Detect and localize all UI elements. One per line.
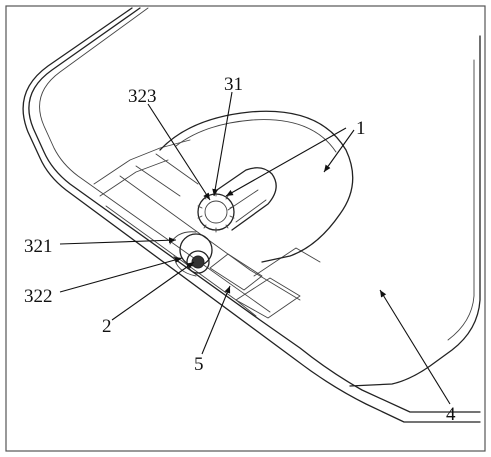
label-321: 321 (24, 236, 53, 257)
figure-frame (5, 5, 486, 452)
leader-lines (59, 91, 451, 405)
label-31: 31 (224, 74, 243, 95)
inner-recess (93, 139, 321, 319)
label-2: 2 (102, 316, 112, 337)
device-body (22, 7, 481, 423)
cover-part-1 (159, 110, 354, 263)
label-4: 4 (446, 404, 456, 425)
label-323: 323 (128, 86, 157, 107)
label-1: 1 (356, 118, 366, 139)
label-322: 322 (24, 286, 53, 307)
label-5: 5 (194, 354, 204, 375)
gear-323 (197, 191, 235, 233)
